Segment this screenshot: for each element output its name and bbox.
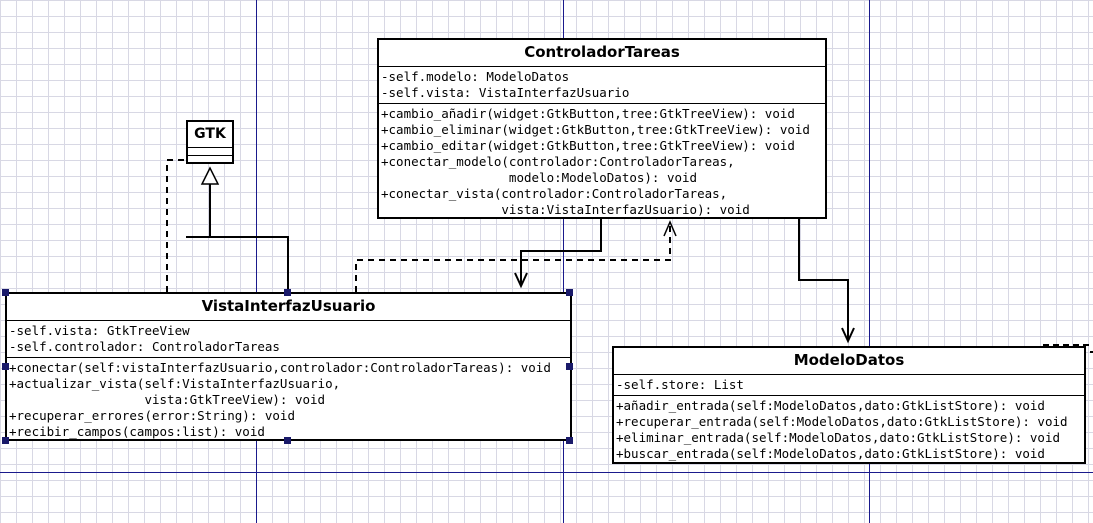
realization-line[interactable]	[166, 159, 196, 292]
resize-handle[interactable]	[566, 289, 573, 296]
method-row: +conectar_modelo(controlador:Controlador…	[381, 154, 735, 169]
generalization-arrowhead	[200, 166, 220, 185]
resize-handle[interactable]	[2, 363, 9, 370]
attribute-row: -self.modelo: ModeloDatos	[381, 69, 570, 84]
page-boundary-line	[869, 0, 870, 523]
page-boundary-line	[563, 0, 564, 523]
resize-handle[interactable]	[566, 437, 573, 444]
resize-handle[interactable]	[284, 437, 291, 444]
resize-handle[interactable]	[2, 289, 9, 296]
dependency-arrowhead	[663, 220, 677, 237]
method-row: modelo:ModeloDatos): void	[381, 170, 698, 185]
method-row: +añadir_entrada(self:ModeloDatos,dato:Gt…	[616, 398, 1045, 413]
method-row: +conectar_vista(controlador:ControladorT…	[381, 186, 728, 201]
method-row: +recuperar_errores(error:String): void	[9, 408, 295, 423]
method-row: +cambio_editar(widget:GtkButton,tree:Gtk…	[381, 138, 795, 153]
attribute-row: -self.vista: VistaInterfazUsuario	[381, 85, 630, 100]
resize-handle[interactable]	[566, 363, 573, 370]
generalization-line[interactable]	[186, 184, 289, 292]
page-boundary-line	[0, 472, 1093, 473]
method-row: +recuperar_entrada(self:ModeloDatos,dato…	[616, 414, 1068, 429]
resize-handle[interactable]	[2, 437, 9, 444]
page-boundary-line	[256, 0, 257, 523]
vista-class-name: VistaInterfazUsuario	[7, 294, 570, 321]
controlador-tareas-class-box[interactable]: ControladorTareas -self.modelo: ModeloDa…	[377, 38, 827, 219]
vista-interfaz-usuario-class-box[interactable]: VistaInterfazUsuario -self.vista: GtkTre…	[5, 292, 572, 441]
method-row: +actualizar_vista(self:VistaInterfazUsua…	[9, 376, 341, 391]
gtk-class-name: GTK	[188, 122, 232, 148]
controlador-attributes-section: -self.modelo: ModeloDatos -self.vista: V…	[379, 67, 825, 104]
method-row: +eliminar_entrada(self:ModeloDatos,dato:…	[616, 430, 1061, 445]
modelo-class-name: ModeloDatos	[614, 348, 1084, 375]
attribute-row: -self.controlador: ControladorTareas	[9, 339, 280, 354]
attribute-row: -self.store: List	[616, 377, 744, 392]
resize-handle[interactable]	[284, 289, 291, 296]
modelo-datos-class-box[interactable]: ModeloDatos -self.store: List +añadir_en…	[612, 346, 1086, 464]
association-arrowhead	[841, 327, 855, 344]
gtk-class-box[interactable]: GTK	[186, 120, 234, 164]
modelo-methods-section: +añadir_entrada(self:ModeloDatos,dato:Gt…	[614, 396, 1084, 464]
method-row: +cambio_añadir(widget:GtkButton,tree:Gtk…	[381, 106, 795, 121]
attribute-row: -self.vista: GtkTreeView	[9, 323, 190, 338]
controlador-methods-section: +cambio_añadir(widget:GtkButton,tree:Gtk…	[379, 104, 825, 220]
method-row: +conectar(self:vistaInterfazUsuario,cont…	[9, 360, 551, 375]
gtk-attributes-section	[188, 148, 232, 156]
vista-methods-section: +conectar(self:vistaInterfazUsuario,cont…	[7, 358, 570, 442]
controlador-class-name: ControladorTareas	[379, 40, 825, 67]
controlador-to-vista-association[interactable]	[520, 219, 602, 286]
method-row: +buscar_entrada(self:ModeloDatos,dato:Gt…	[616, 446, 1045, 461]
vista-to-controlador-dependency[interactable]	[355, 222, 671, 292]
method-row: +cambio_eliminar(widget:GtkButton,tree:G…	[381, 122, 810, 137]
method-row: vista:GtkTreeView): void	[9, 392, 326, 407]
association-arrowhead	[514, 272, 528, 289]
method-row: vista:VistaInterfazUsuario): void	[381, 202, 750, 217]
modelo-attributes-section: -self.store: List	[614, 375, 1084, 396]
controlador-to-modelo-association[interactable]	[798, 219, 849, 341]
method-row: +recibir_campos(campos:list): void	[9, 424, 265, 439]
vista-attributes-section: -self.vista: GtkTreeView -self.controlad…	[7, 321, 570, 358]
gtk-methods-section	[188, 156, 232, 163]
